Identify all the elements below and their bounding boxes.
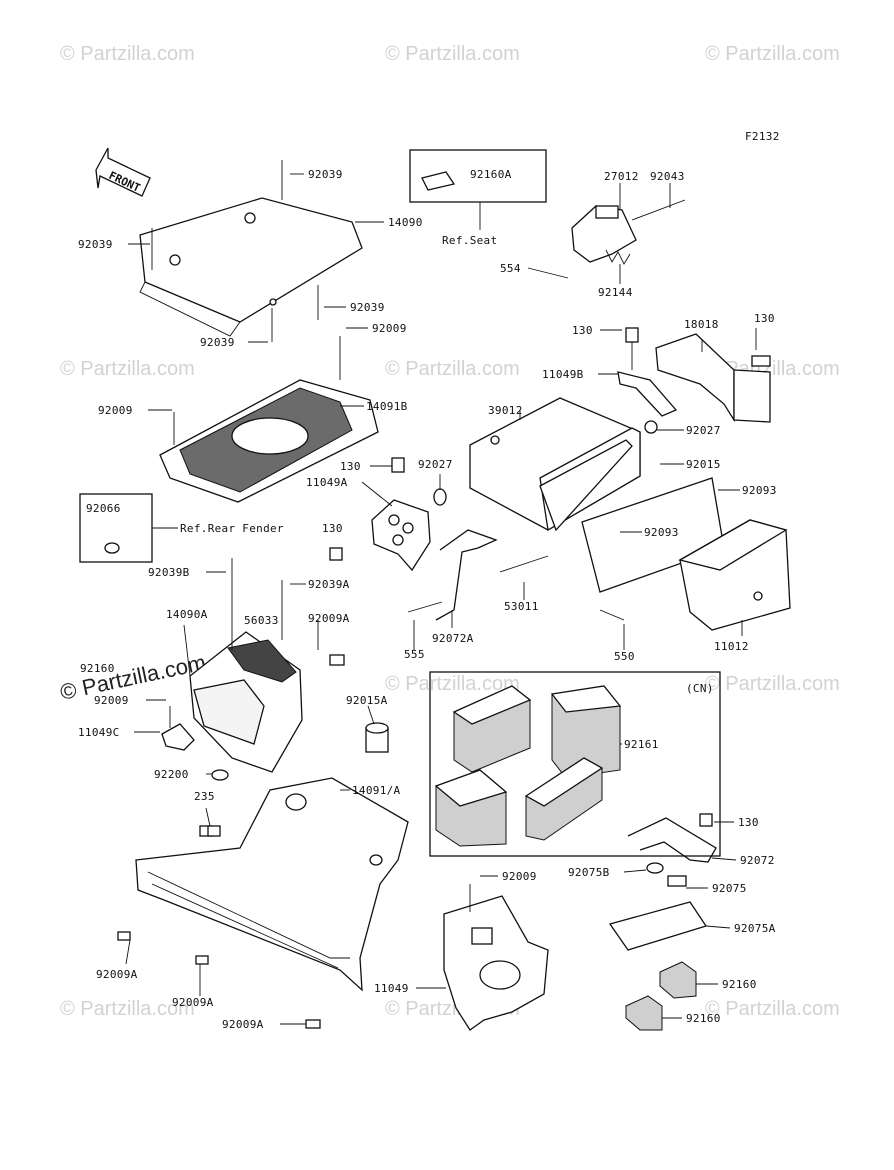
- callout-27012: 27012: [604, 170, 639, 183]
- callout-92009A-a: 92009A: [308, 612, 350, 625]
- part-11049C-bracket: [161, 706, 229, 781]
- callout-92160-c: 92160: [686, 1012, 721, 1025]
- callout-92015: 92015: [686, 458, 721, 471]
- part-39012-battery-box: [469, 397, 641, 532]
- callout-92160A: 92160A: [470, 168, 512, 181]
- callout-11012: 11012: [714, 640, 749, 653]
- callout-39012: 39012: [488, 404, 523, 417]
- callout-92072: 92072: [740, 854, 775, 867]
- callout-56033: 56033: [244, 614, 279, 627]
- callout-92039A: 92039A: [308, 578, 350, 591]
- part-92072-bracket: [627, 813, 717, 887]
- callout-14090A: 14090A: [166, 608, 208, 621]
- callout-92075A: 92075A: [734, 922, 776, 935]
- watermark: © Partzilla.com: [60, 358, 195, 380]
- callout-92161: 92161: [624, 738, 659, 751]
- watermark: © Partzilla.com: [705, 43, 840, 65]
- callout-92072A: 92072A: [432, 632, 474, 645]
- callout-11049A: 11049A: [306, 476, 348, 489]
- callout-53011: 53011: [504, 600, 539, 613]
- part-27012-bracket: [527, 199, 686, 279]
- callout-92027-a: 92027: [686, 424, 721, 437]
- callout-235: 235: [194, 790, 215, 803]
- part-14090-tray: [139, 160, 363, 342]
- callout-11049: 11049: [374, 982, 409, 995]
- part-11012-lid: [678, 519, 791, 631]
- callout-92093-a: 92093: [742, 484, 777, 497]
- ref-seat-label: Ref.Seat: [442, 234, 497, 247]
- ref-seat-box: Ref.Seat: [409, 149, 547, 247]
- watermark: © Partzilla.com: [385, 673, 520, 695]
- part-11049-bracket: [443, 884, 549, 1031]
- cn-label: (CN): [686, 682, 714, 695]
- callout-555: 555: [404, 648, 425, 661]
- callout-130-e: 130: [738, 816, 759, 829]
- part-14091A-cover: [135, 777, 409, 992]
- callout-14091B: 14091B: [366, 400, 408, 413]
- part-92072A-strap: [407, 529, 625, 621]
- callout-92009-b: 92009: [98, 404, 133, 417]
- front-arrow-icon: FRONT: [95, 147, 151, 197]
- callout-labels: 92039 14090 92039 92039 92009 92039 1409…: [78, 168, 777, 1031]
- part-14091B-mat: [159, 336, 379, 503]
- callout-130-d: 130: [322, 522, 343, 535]
- watermark: © Partzilla.com: [60, 998, 195, 1020]
- part-18018-bracket: [655, 333, 771, 423]
- callout-92066: 92066: [86, 502, 121, 515]
- leader-lines: [125, 173, 757, 1025]
- callout-130-c: 130: [340, 460, 361, 473]
- part-92015A-spacer: [365, 722, 389, 753]
- callout-11049C: 11049C: [78, 726, 120, 739]
- watermark: © Partzilla.com: [705, 998, 840, 1020]
- watermark: © Partzilla.com: [60, 43, 195, 65]
- part-11049B-bracket: [617, 327, 678, 434]
- callout-92200: 92200: [154, 768, 189, 781]
- ref-rear-fender-box: Ref.Rear Fender: [79, 493, 284, 563]
- callout-92043: 92043: [650, 170, 685, 183]
- callout-14090: 14090: [388, 216, 423, 229]
- part-92075A-pad: [608, 901, 708, 951]
- callout-92039-left: 92039: [78, 238, 113, 251]
- part-14090A-cover: [189, 558, 345, 773]
- callout-92075B: 92075B: [568, 866, 610, 879]
- callout-92093-b: 92093: [644, 526, 679, 539]
- callout-92009-a: 92009: [372, 322, 407, 335]
- callout-130-b: 130: [754, 312, 775, 325]
- callout-92039B: 92039B: [148, 566, 190, 579]
- callout-92160-b: 92160: [722, 978, 757, 991]
- callout-92015A: 92015A: [346, 694, 388, 707]
- part-92160-block: [625, 961, 697, 1031]
- watermark: © Partzilla.com: [385, 43, 520, 65]
- callout-92039-top: 92039: [308, 168, 343, 181]
- callout-92075: 92075: [712, 882, 747, 895]
- callout-11049B: 11049B: [542, 368, 584, 381]
- callout-92027-b: 92027: [418, 458, 453, 471]
- figure-code: F2132: [745, 130, 780, 143]
- callout-14091A: 14091/A: [352, 784, 401, 797]
- callout-92009A-c: 92009A: [172, 996, 214, 1009]
- callout-130-a: 130: [572, 324, 593, 337]
- watermark: © Partzilla.com: [705, 673, 840, 695]
- watermark-overlay: © Partzilla.com: [58, 650, 208, 705]
- callout-92039-bottom: 92039: [200, 336, 235, 349]
- part-11049A-bracket: [329, 457, 447, 572]
- ref-rear-fender-label: Ref.Rear Fender: [180, 522, 284, 535]
- callout-554: 554: [500, 262, 521, 275]
- cn-box: (CN): [429, 671, 721, 857]
- callout-92009-d: 92009: [502, 870, 537, 883]
- callout-92144: 92144: [598, 286, 633, 299]
- callout-92039-mid: 92039: [350, 301, 385, 314]
- callout-550: 550: [614, 650, 635, 663]
- callout-18018: 18018: [684, 318, 719, 331]
- callout-92009A-b: 92009A: [96, 968, 138, 981]
- callout-92009-c: 92009: [94, 694, 129, 707]
- callout-92160-a: 92160: [80, 662, 115, 675]
- callout-92009A-d: 92009A: [222, 1018, 264, 1031]
- watermark: © Partzilla.com: [385, 358, 520, 380]
